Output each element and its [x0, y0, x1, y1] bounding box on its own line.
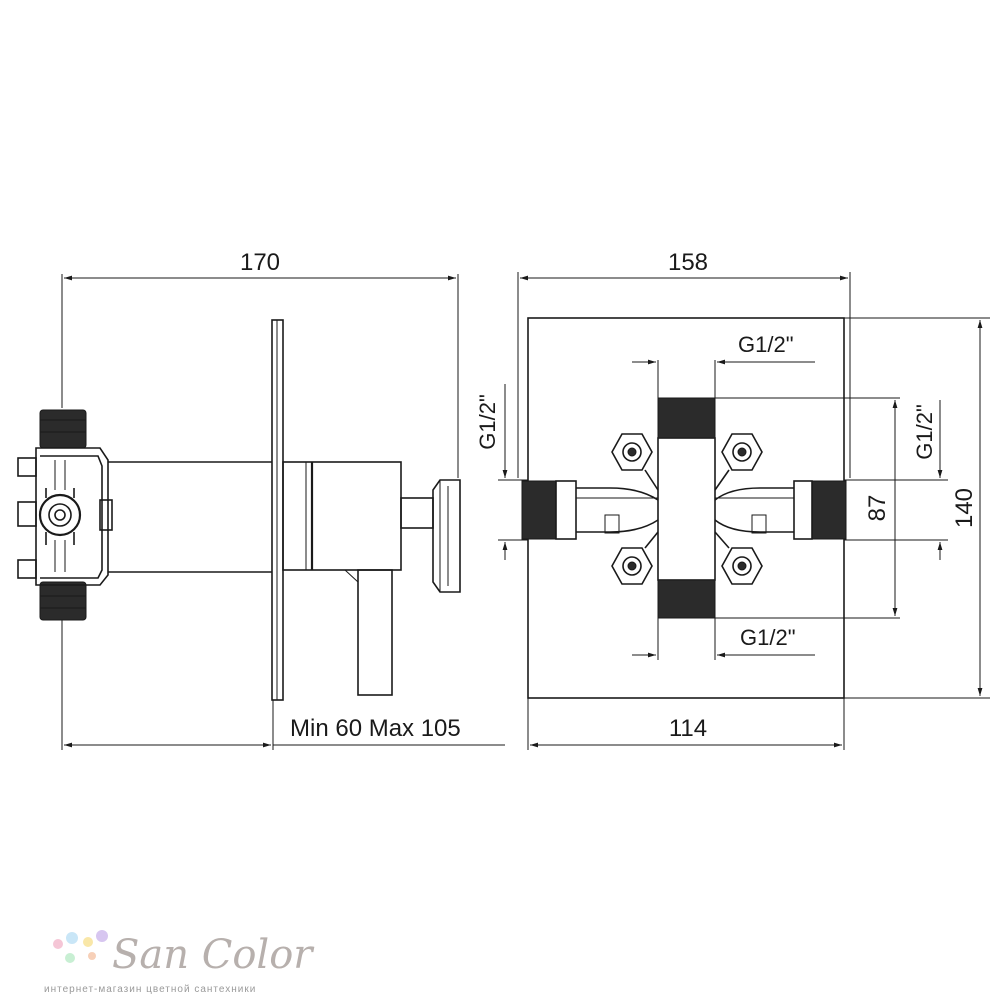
- logo-dot: [53, 939, 63, 949]
- dimension-bottom-thread: G1/2": [632, 618, 815, 660]
- depth-label: Min 60 Max 105: [290, 715, 461, 742]
- left-thread-label: G1/2": [475, 394, 500, 450]
- watermark-logo: San Color интернет-магазин цветной санте…: [44, 930, 315, 995]
- logo-dot: [88, 952, 96, 960]
- logo-dot: [83, 937, 93, 947]
- logo-dot: [66, 932, 78, 944]
- width-158-label: 158: [668, 249, 708, 276]
- dimension-top-thread: G1/2": [632, 332, 815, 400]
- dimension-170: 170: [61, 249, 459, 478]
- logo-dot: [96, 930, 108, 942]
- mounting-lug-top-left: [611, 433, 659, 491]
- width-170-label: 170: [240, 249, 280, 276]
- height-87-label: 87: [864, 495, 891, 522]
- handle-body-side: [282, 461, 461, 696]
- valve-body-side: [17, 409, 113, 621]
- height-140-label: 140: [951, 488, 978, 528]
- dimension-114: 114: [527, 698, 845, 750]
- dimension-depth: Min 60 Max 105: [61, 620, 505, 750]
- cylinder-side: [108, 461, 272, 573]
- dimension-87: 87: [715, 397, 900, 619]
- valve-body-front: [521, 397, 847, 619]
- cover-plate-side: [271, 319, 284, 701]
- dimension-158: 158: [517, 249, 851, 478]
- side-view: 170 Min 60 Max 105: [17, 249, 505, 750]
- logo-dot: [65, 953, 75, 963]
- dimension-140: 140: [844, 317, 990, 699]
- brand-tagline: интернет-магазин цветной сантехники: [44, 984, 256, 995]
- top-thread-label: G1/2": [738, 332, 794, 357]
- mounting-lug-bottom-right: [714, 531, 763, 585]
- brand-name: San Color: [112, 932, 315, 978]
- bottom-thread-label: G1/2": [740, 625, 796, 650]
- mounting-lug-bottom-left: [611, 531, 659, 585]
- dimension-right-thread: G1/2": [844, 400, 948, 560]
- dimension-left-thread: G1/2": [475, 384, 528, 560]
- width-114-label: 114: [669, 715, 707, 742]
- mounting-lug-top-right: [714, 433, 763, 491]
- front-view: 158 114 140 87: [475, 249, 990, 750]
- right-thread-label: G1/2": [912, 404, 937, 460]
